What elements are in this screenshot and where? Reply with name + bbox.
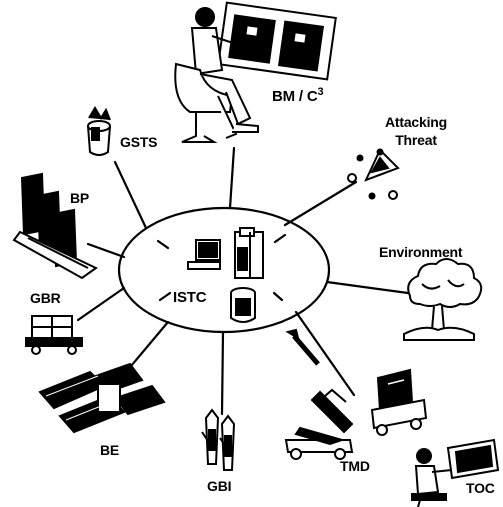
label-gsts: GSTS (120, 134, 158, 150)
link-gbi (220, 330, 225, 416)
istc-drum-icon (230, 287, 256, 323)
link-be (124, 320, 170, 374)
label-istc: ISTC (173, 289, 207, 306)
istc-server-icon (234, 227, 264, 279)
link-environment (325, 280, 410, 295)
tmd-launcher-icon (284, 328, 428, 460)
link-bp (86, 242, 126, 259)
link-gsts (113, 160, 148, 230)
gbr-radar-icon (25, 315, 83, 355)
link-gbr (76, 286, 126, 322)
be-satellite-icon (38, 362, 166, 434)
label-gbr: GBR (30, 290, 61, 306)
link-attacking-threat (283, 180, 358, 227)
toc-operator-icon (411, 438, 500, 507)
label-threat: Threat (395, 132, 437, 148)
label-attacking: Attacking (385, 114, 447, 130)
link-tmd (294, 310, 356, 397)
link-bm-c3 (228, 146, 236, 210)
label-gbi: GBI (207, 478, 232, 494)
bp-satellite-icon (12, 172, 98, 280)
label-toc: TOC (466, 480, 495, 496)
label-attacking-threat: Attacking Threat (385, 113, 447, 149)
label-bp: BP (70, 190, 90, 206)
label-bm-c3-superscript: 3 (317, 86, 324, 98)
attacking-threat-icon (347, 148, 400, 200)
label-environment: Environment (379, 244, 463, 260)
istc-computer-icon (187, 239, 221, 270)
gbi-missiles-icon (201, 408, 236, 471)
bm-c3-operator-icon (174, 1, 337, 143)
gsts-sensor-icon (87, 106, 111, 156)
label-bm-c3: BM / C3 (272, 86, 324, 106)
label-bm-c3-base: BM / C (272, 88, 318, 105)
label-tmd: TMD (340, 458, 370, 474)
environment-cloud-icon (403, 258, 483, 341)
label-be: BE (100, 442, 120, 458)
